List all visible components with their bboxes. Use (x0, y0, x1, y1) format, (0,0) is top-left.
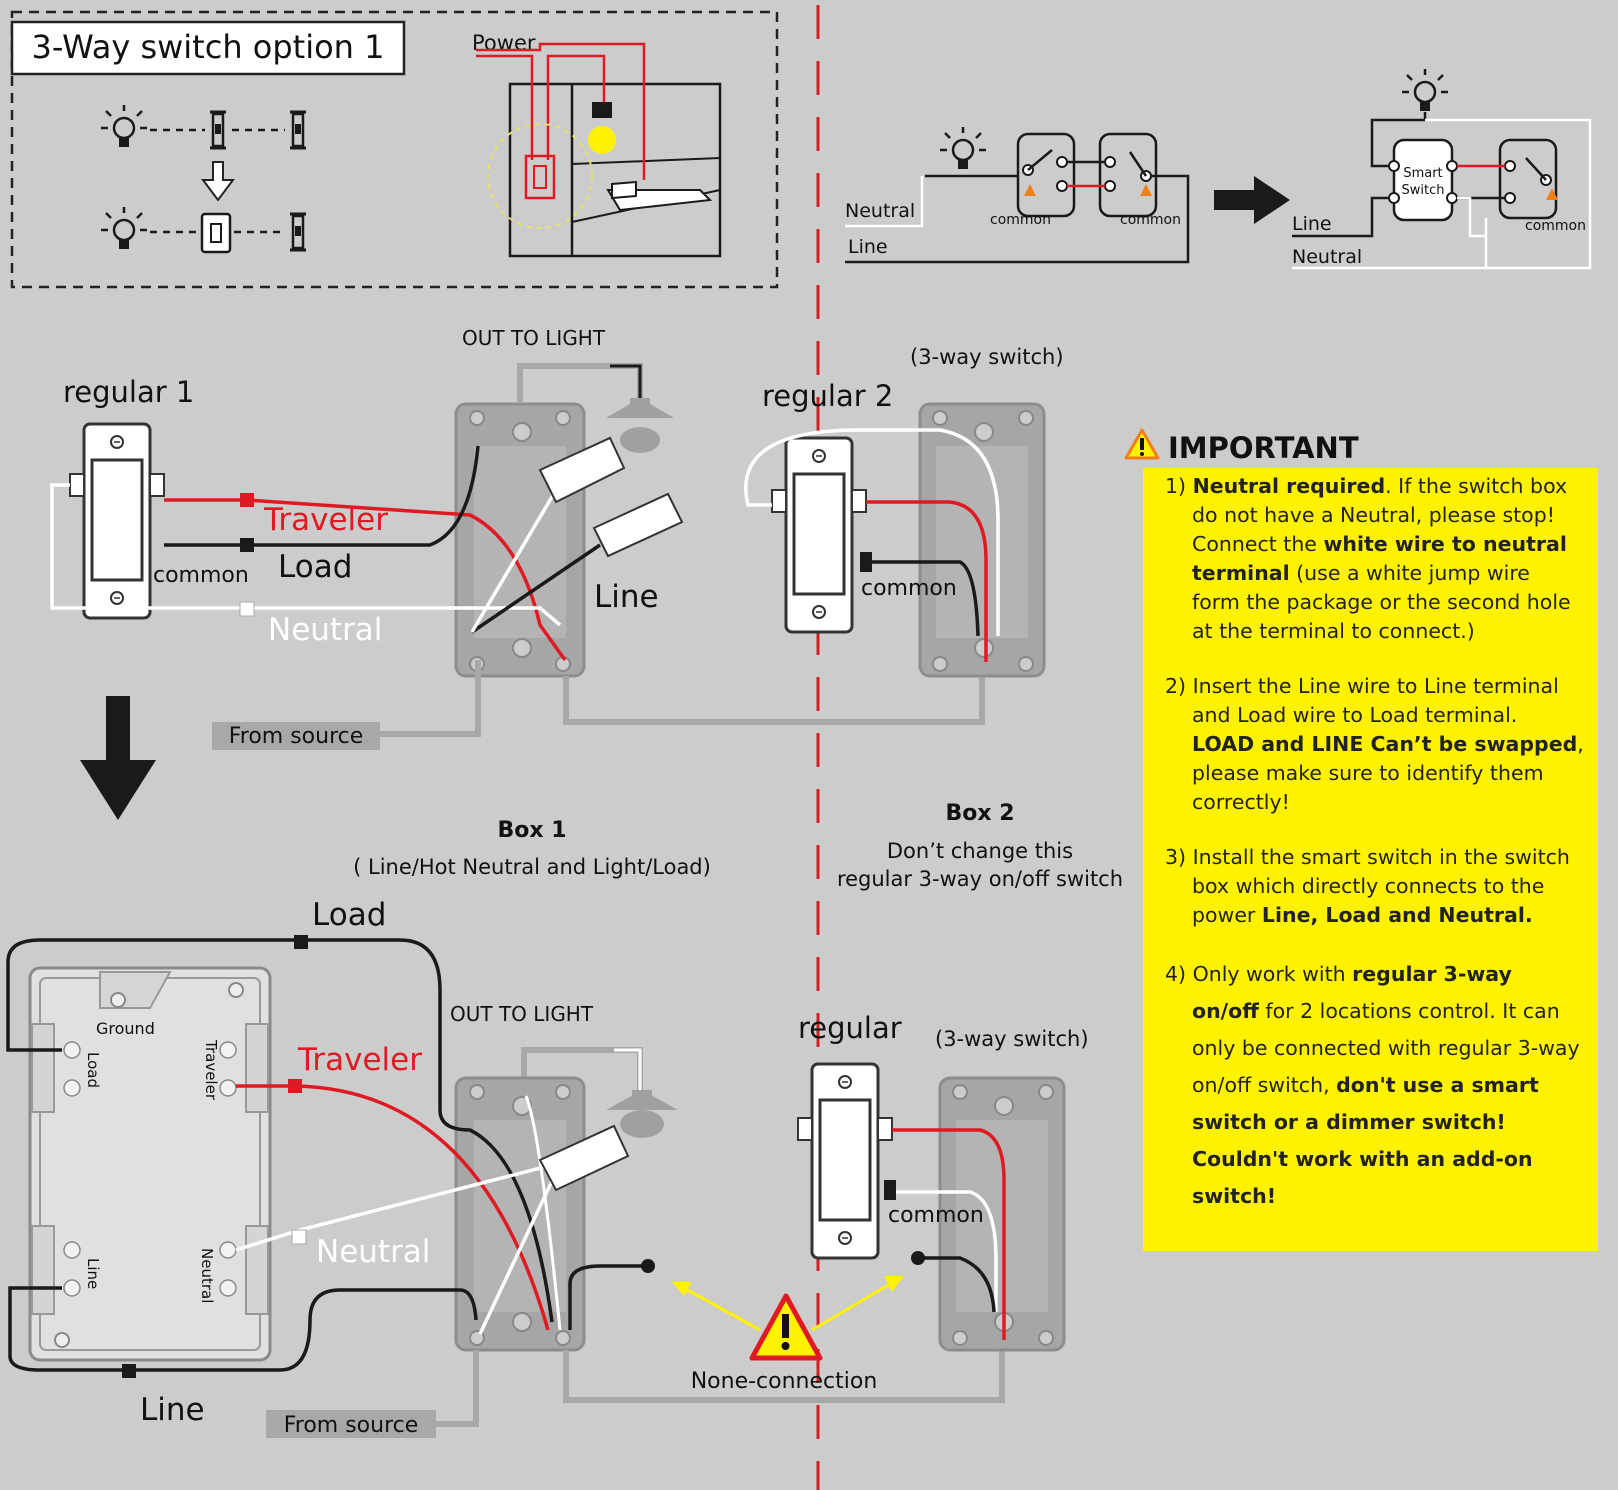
from-source-label-2: From source (284, 1413, 419, 1438)
three-way-label-1: (3-way switch) (910, 345, 1064, 369)
schematic-before (99, 103, 308, 150)
line-label-1: Line (594, 579, 659, 615)
box2-title: Box 2 (945, 801, 1014, 826)
option-panel (10, 10, 779, 289)
traveler-terminal-label: Traveler (202, 1039, 220, 1101)
traveler-label-1: Traveler (263, 502, 388, 538)
regular-switch-3 (797, 1062, 893, 1260)
before-common-1: common (990, 212, 1051, 228)
smart-switch-label-1: Smart (1403, 166, 1442, 181)
house-illustration: Power (472, 31, 722, 258)
three-way-label-2: (3-way switch) (935, 1027, 1089, 1051)
regular-1-label: regular 1 (63, 375, 194, 409)
regular-3-label: regular (798, 1011, 902, 1045)
line-label-2: Line (140, 1392, 205, 1428)
option-title: 3-Way switch option 1 (32, 28, 385, 66)
box1-subtitle: ( Line/Hot Neutral and Light/Load) (353, 855, 711, 879)
note-3: 3) Install the smart switch in the switc… (1165, 845, 1570, 927)
note-2: 2) Insert the Line wire to Line terminal… (1165, 674, 1584, 814)
from-source-box-1 (212, 722, 380, 750)
traveler-label-2: Traveler (297, 1042, 422, 1078)
after-schematic: Smart Switch Line Neutral common (1292, 67, 1592, 270)
warning-icon (749, 1293, 823, 1361)
important-heading: IMPORTANT (1168, 431, 1359, 465)
before-schematic: Neutral Line common common (845, 125, 1190, 264)
before-common-2: common (1120, 212, 1181, 228)
common-label-3: common (888, 1203, 984, 1228)
regular-2-wires (744, 428, 1000, 662)
important-notes: 1) Neutral required. If the switch box d… (1143, 468, 1598, 1251)
box1-title: Box 1 (497, 818, 566, 843)
light-fixture-icon-2 (521, 1047, 678, 1138)
smart-switch-label-2: Switch (1402, 183, 1445, 198)
light-fixture-icon (517, 363, 674, 453)
note-1: 1) Neutral required. If the switch box d… (1165, 474, 1571, 643)
box2-line1: Don’t change this (887, 839, 1073, 863)
switch-box-3 (454, 1076, 586, 1352)
regular-3-wires (884, 1128, 1006, 1340)
none-connection-label: None-connection (691, 1369, 878, 1394)
important-warning-icon (1124, 428, 1160, 460)
box2-line2: regular 3-way on/off switch (837, 867, 1123, 891)
neutral-label-1: Neutral (268, 612, 382, 648)
before-line-label: Line (848, 236, 888, 258)
power-label: Power (472, 31, 536, 55)
regular-switch-1 (69, 422, 165, 620)
down-arrow-icon (80, 696, 156, 820)
after-common-label: common (1525, 218, 1586, 234)
from-source-label-1: From source (229, 724, 364, 749)
smart-switch-body (28, 966, 272, 1362)
load-label-2: Load (312, 897, 386, 933)
middle-wires (50, 445, 985, 737)
switch-box-2 (918, 402, 1046, 678)
ground-terminal-label: Ground (96, 1019, 155, 1038)
common-label-1: common (153, 563, 249, 588)
out-to-light-label-1: OUT TO LIGHT (462, 326, 606, 350)
after-neutral-label: Neutral (1292, 246, 1362, 268)
schematic-after (99, 205, 308, 254)
none-connection-arrows (672, 1276, 904, 1332)
neutral-terminal-label: Neutral (198, 1248, 216, 1303)
after-line-label: Line (1292, 213, 1332, 235)
regular-switch-2 (771, 436, 867, 634)
title-box (10, 20, 406, 76)
line-terminal-label: Line (84, 1258, 102, 1289)
neutral-label-2: Neutral (316, 1234, 430, 1270)
note-4: 4) Only work with regular 3-way on/off f… (1165, 962, 1580, 1208)
wire-nut-icon-2 (538, 1124, 630, 1192)
right-arrow-icon (1214, 176, 1290, 224)
before-neutral-label: Neutral (845, 200, 915, 222)
bottom-wires (6, 935, 1005, 1427)
from-source-box-2 (266, 1410, 436, 1438)
switch-box-1 (454, 402, 586, 678)
load-terminal-label: Load (84, 1052, 102, 1088)
down-arrow-small-icon (201, 161, 235, 202)
load-label-1: Load (278, 549, 352, 585)
regular-2-label: regular 2 (762, 379, 893, 413)
common-label-2: common (861, 576, 957, 601)
wire-nut-icon (538, 436, 684, 558)
out-to-light-label-2: OUT TO LIGHT (450, 1002, 594, 1026)
